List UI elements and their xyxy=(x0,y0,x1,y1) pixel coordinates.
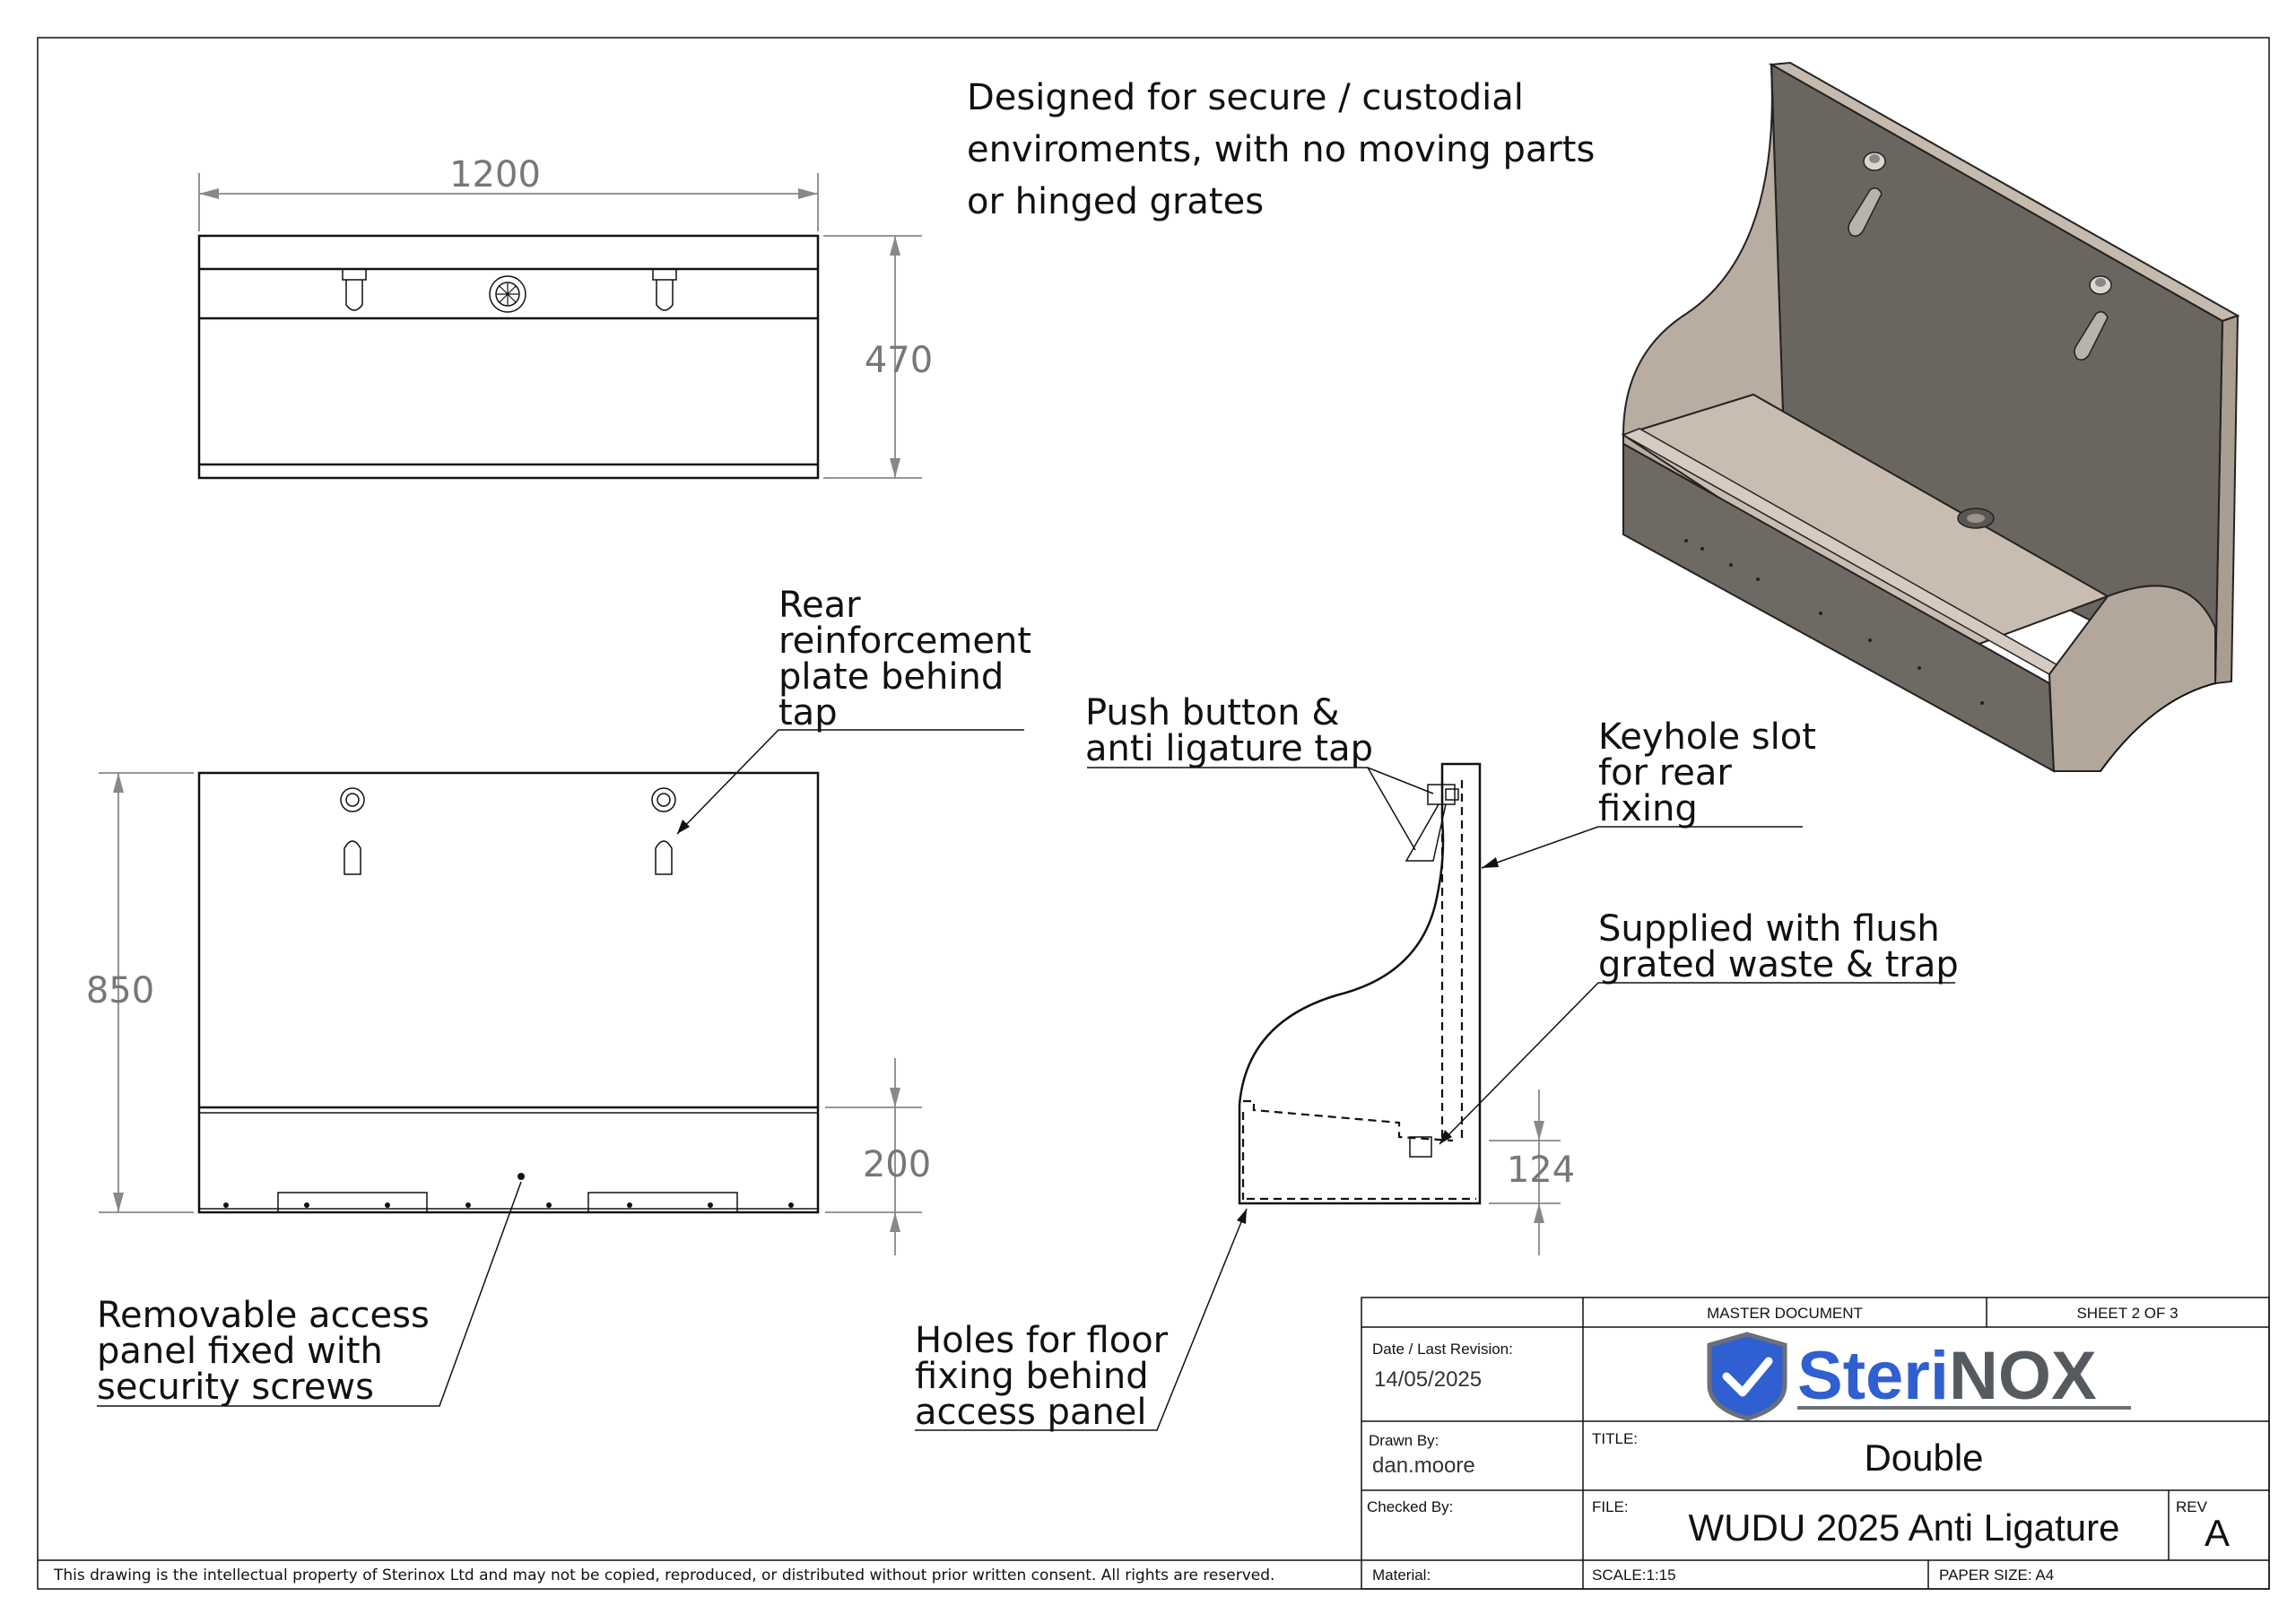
dim-waste: 124 xyxy=(1507,1150,1575,1191)
date-value: 14/05/2025 xyxy=(1374,1367,1482,1392)
security-screws xyxy=(223,1202,794,1208)
svg-text:fixing: fixing xyxy=(1598,788,1698,829)
svg-text:grated waste & trap: grated waste & trap xyxy=(1598,944,1959,985)
disclaimer: This drawing is the intellectual propert… xyxy=(53,1567,1274,1584)
sheet-border xyxy=(37,37,2270,1590)
shield-check-icon xyxy=(1707,1332,1787,1421)
dim-height: 850 xyxy=(86,970,154,1011)
push-button-right-icon xyxy=(651,787,676,812)
title-label: TITLE: xyxy=(1592,1430,1638,1447)
svg-text:reinforcement: reinforcement xyxy=(778,621,1031,662)
push-button-note: Push button & anti ligature tap xyxy=(1085,692,1434,851)
paper-size: PAPER SIZE: A4 xyxy=(1939,1567,2054,1584)
svg-text:enviroments, with no moving pa: enviroments, with no moving parts xyxy=(967,129,1595,170)
render-waste-icon xyxy=(1957,508,1995,529)
rev-value: A xyxy=(2205,1512,2230,1554)
svg-text:Rear: Rear xyxy=(778,585,861,626)
date-label: Date / Last Revision: xyxy=(1372,1341,1513,1358)
svg-text:fixing behind: fixing behind xyxy=(915,1356,1149,1397)
svg-text:Removable access: Removable access xyxy=(97,1295,430,1336)
file-label: FILE: xyxy=(1592,1498,1629,1515)
sterinox-logo: SteriNOX xyxy=(1707,1332,2131,1421)
svg-text:plate behind: plate behind xyxy=(778,656,1004,698)
svg-text:or hinged grates: or hinged grates xyxy=(967,181,1264,222)
svg-text:Supplied with flush: Supplied with flush xyxy=(1598,908,1940,950)
headline-note: Designed for secure / custodial envirome… xyxy=(967,77,1595,222)
top-view: 1200 470 xyxy=(197,154,933,480)
svg-text:Designed for secure / custodia: Designed for secure / custodial xyxy=(967,77,1524,118)
svg-text:SteriNOX: SteriNOX xyxy=(1797,1338,2097,1414)
svg-text:security screws: security screws xyxy=(97,1367,374,1408)
svg-text:Push button &: Push button & xyxy=(1085,692,1340,733)
drawn-value: dan.moore xyxy=(1372,1454,1475,1478)
side-view: 124 xyxy=(1238,762,1575,1255)
drawn-label: Drawn By: xyxy=(1369,1432,1439,1449)
render-tap-left-icon xyxy=(1848,152,1886,238)
push-button-left-icon xyxy=(340,787,365,812)
rev-label: REV xyxy=(2176,1498,2208,1515)
title-value: Double xyxy=(1864,1436,1983,1479)
dim-width: 1200 xyxy=(449,154,541,195)
isometric-render xyxy=(1621,61,2240,773)
tap-right-icon xyxy=(652,268,677,311)
tap-left-icon xyxy=(342,268,367,311)
material-label: Material: xyxy=(1372,1567,1431,1584)
file-value: WUDU 2025 Anti Ligature xyxy=(1689,1506,2120,1549)
scale-value: SCALE:1:15 xyxy=(1592,1567,1676,1584)
sheet-number: SHEET 2 OF 3 xyxy=(2076,1305,2178,1322)
front-view: 850 200 xyxy=(86,771,931,1255)
svg-text:access panel: access panel xyxy=(915,1392,1146,1433)
flush-waste-note: Supplied with flush grated waste & trap xyxy=(1439,908,1959,1145)
rear-plate-note: Rear reinforcement plate behind tap xyxy=(676,585,1031,835)
access-panel-note: Removable access panel fixed with securi… xyxy=(97,1181,522,1408)
render-tap-right-icon xyxy=(2074,275,2112,361)
spout-left-icon xyxy=(344,840,361,875)
dim-depth: 470 xyxy=(865,340,933,381)
svg-text:tap: tap xyxy=(778,692,838,733)
svg-text:Holes for floor: Holes for floor xyxy=(915,1320,1169,1361)
floor-holes-note: Holes for floor fixing behind access pan… xyxy=(915,1208,1248,1433)
svg-text:anti ligature tap: anti ligature tap xyxy=(1085,728,1373,769)
svg-text:Keyhole slot: Keyhole slot xyxy=(1598,716,1816,758)
svg-text:for rear: for rear xyxy=(1598,752,1732,794)
keyhole-note: Keyhole slot for rear fixing xyxy=(1481,716,1816,869)
spout-right-icon xyxy=(655,840,673,875)
master-document-label: MASTER DOCUMENT xyxy=(1707,1305,1863,1322)
checked-label: Checked By: xyxy=(1367,1498,1453,1515)
dim-panel: 200 xyxy=(863,1144,931,1185)
waste-grate-icon xyxy=(489,275,526,313)
title-block: MASTER DOCUMENT SHEET 2 OF 3 Date / Last… xyxy=(1361,1297,2270,1590)
svg-text:panel fixed with: panel fixed with xyxy=(97,1331,383,1372)
